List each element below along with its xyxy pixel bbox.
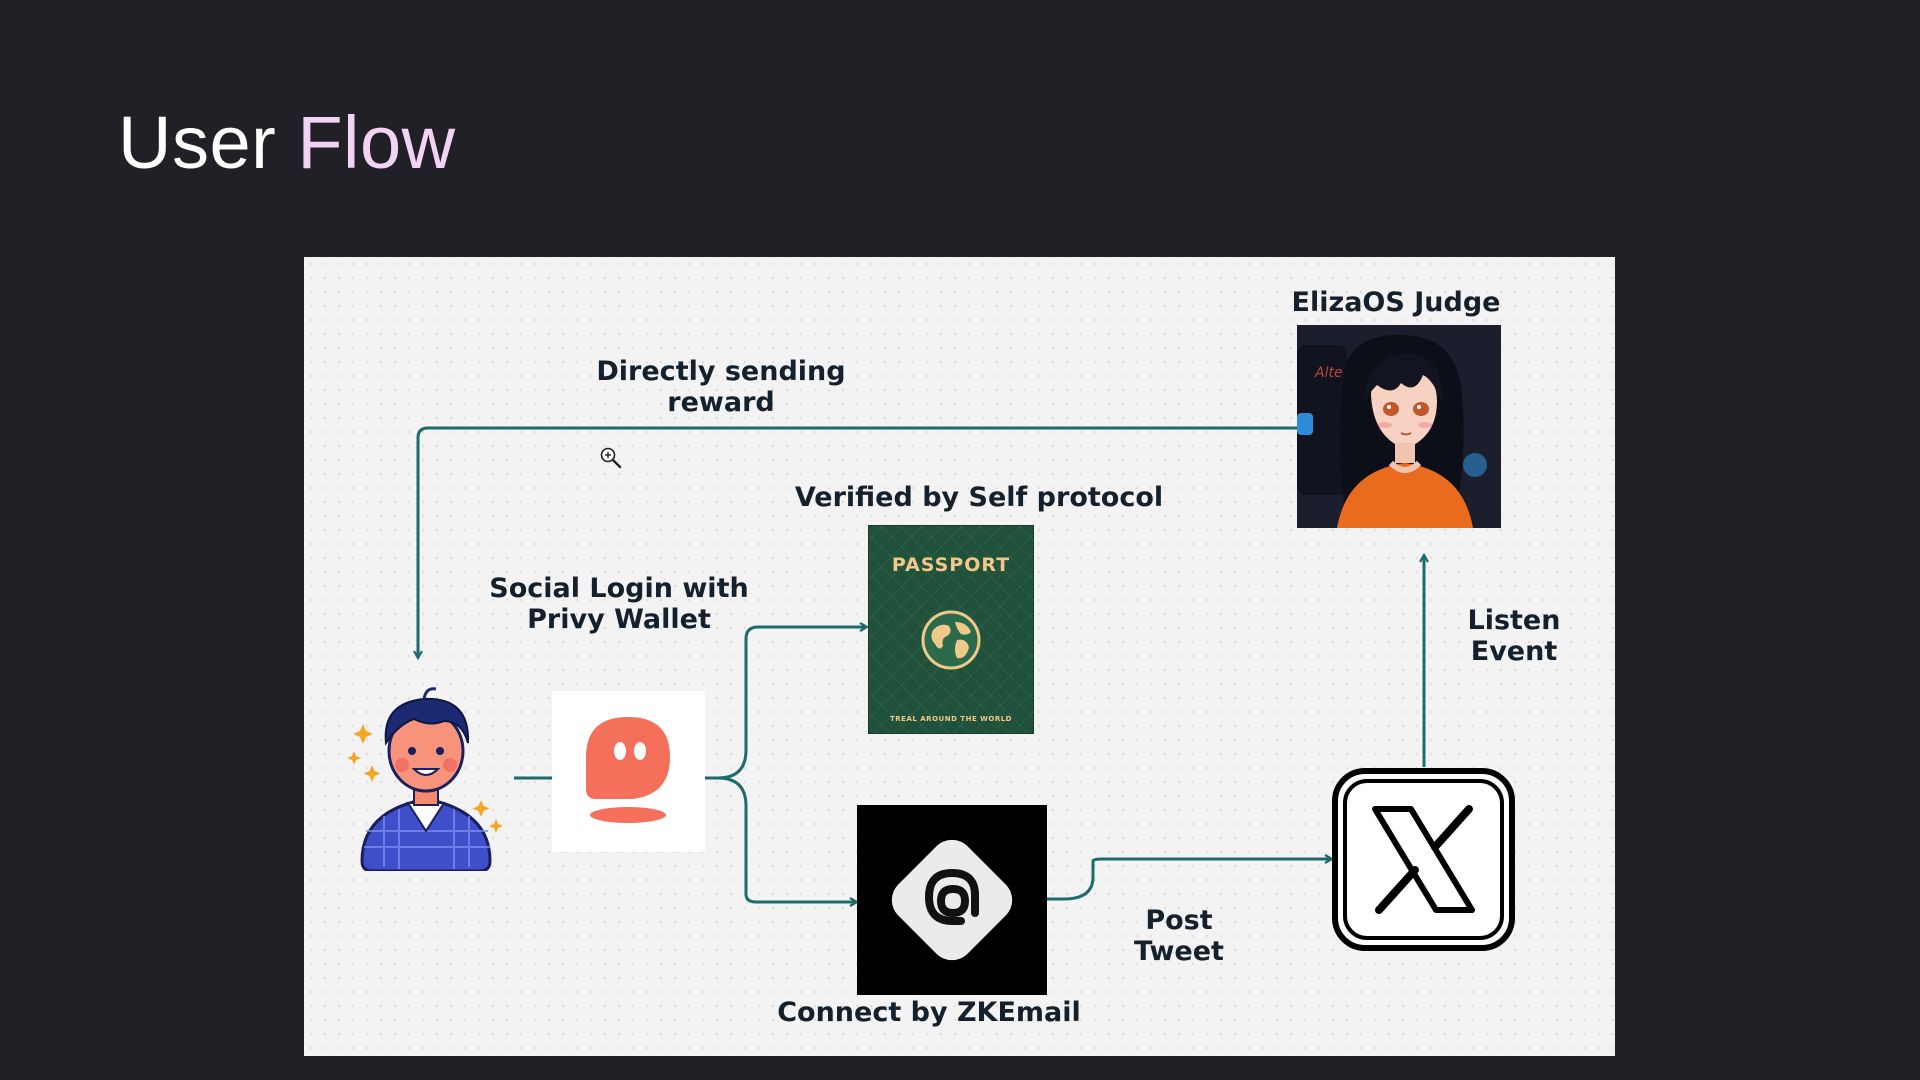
label-social-login: Social Login with Privy Wallet [489,573,749,635]
passport: PASSPORT TREAL AROUND THE WORLD [868,525,1034,734]
privy-logo [552,691,705,852]
zkemail-logo [857,805,1047,995]
label-post-tweet: Post Tweet [1134,905,1224,967]
passport-footer: TREAL AROUND THE WORLD [890,715,1012,723]
slide-title: User Flow [118,100,456,185]
arrow-zkemail-to-x [1047,859,1331,901]
judge-badge-text: Alte [1314,365,1343,381]
zoom-in-cursor-icon [600,447,622,469]
passport-title: PASSPORT [891,554,1011,576]
sparkle-icon [347,724,503,833]
anime-judge-avatar: Alte [1297,325,1501,528]
label-verified-self: Verified by Self protocol [794,482,1164,513]
title-word-user: User [118,101,277,184]
flow-diagram: Directly sending reward ElizaOS Judge Ve… [304,257,1615,1056]
globe-icon [921,610,981,670]
arrow-reward-to-user [418,426,1297,657]
label-connect-zkemail: Connect by ZKEmail [777,997,1081,1028]
user-avatar [344,681,509,873]
arrow-privy-to-passport [705,627,866,780]
label-listen-event: Listen Event [1467,605,1561,667]
label-elizaos-judge: ElizaOS Judge [1291,287,1501,318]
label-direct-reward: Directly sending reward [596,356,846,418]
x-logo [1331,767,1516,952]
arrow-privy-to-zkemail [717,776,856,902]
title-word-flow: Flow [297,101,456,184]
flow-connectors [304,426,1615,1056]
